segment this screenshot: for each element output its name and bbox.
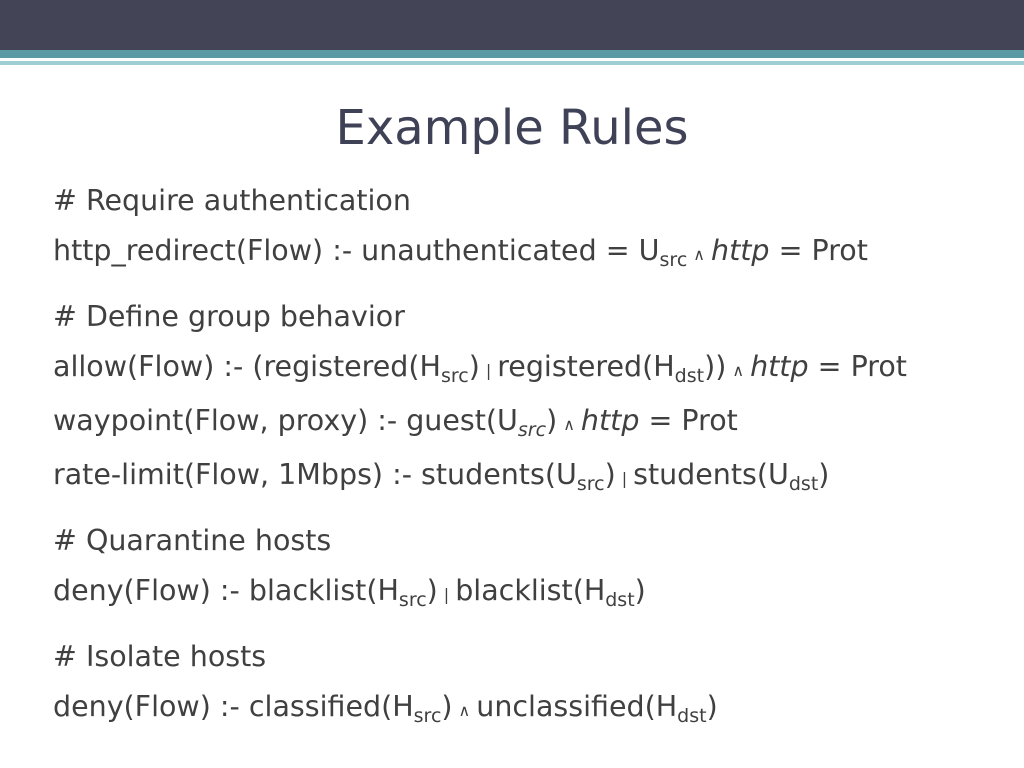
italic-subscript: src (517, 419, 547, 441)
logical-and-operator: ∧ (458, 701, 471, 720)
rule-line-deny-blacklist: deny(Flow) :- blacklist(Hsrc) | blacklist(… (53, 566, 1013, 620)
rule-text: deny(Flow) :- classified(H (53, 690, 414, 723)
comment-line: # Require authentication (53, 184, 411, 217)
subscript: dst (674, 365, 705, 387)
rule-line-rate-limit: rate-limit(Flow, 1Mbps) :- students(Usrc… (53, 450, 1013, 504)
rule-text: = Prot (808, 350, 907, 383)
rule-text: unclassified(H (476, 690, 678, 723)
subscript: src (576, 473, 605, 495)
rule-text: http_redirect(Flow) :- unauthenticated =… (53, 234, 660, 267)
rule-block-isolate: # Isolate hosts deny(Flow) :- classified… (53, 632, 1013, 736)
subscript: dst (605, 589, 635, 611)
rule-text: ) (706, 690, 718, 723)
subscript: src (518, 419, 546, 441)
rule-text: ) (546, 404, 558, 437)
slide-body: # Require authentication http_redirect(F… (53, 176, 1013, 748)
rule-text: ) (426, 574, 438, 607)
header-light-stripe (0, 61, 1024, 65)
rule-text: rate-limit(Flow, 1Mbps) :- students(U (53, 458, 577, 491)
rule-text: registered(H (497, 350, 675, 383)
rule-line-http-redirect: http_redirect(Flow) :- unauthenticated =… (53, 226, 1013, 280)
rule-text: students(U (633, 458, 789, 491)
italic-term: http (580, 404, 640, 437)
rule-text: = Prot (639, 404, 738, 437)
subscript: src (398, 589, 427, 611)
rule-block-quarantine: # Quarantine hosts deny(Flow) :- blackli… (53, 516, 1013, 620)
rule-text: deny(Flow) :- blacklist(H (53, 574, 399, 607)
rule-line-allow: allow(Flow) :- (registered(Hsrc) | registe… (53, 342, 1013, 396)
header-accent-stripe (0, 50, 1024, 58)
rule-text: ) (468, 350, 480, 383)
subscript: dst (788, 473, 819, 495)
rule-text: ) (604, 458, 616, 491)
rule-text: ) (441, 690, 453, 723)
comment-line: # Define group behavior (53, 300, 405, 333)
rule-text: allow(Flow) :- (registered(H (53, 350, 441, 383)
logical-or-operator: | (621, 469, 628, 488)
slide-title: Example Rules (335, 100, 689, 156)
rule-text: ) (818, 458, 830, 491)
rule-text: ) (634, 574, 646, 607)
rule-text: )) (704, 350, 727, 383)
logical-and-operator: ∧ (732, 361, 745, 380)
subscript: src (413, 705, 442, 727)
italic-term: http (711, 234, 770, 267)
logical-and-operator: ∧ (693, 245, 705, 264)
logical-or-operator: | (443, 585, 450, 604)
subscript: src (659, 249, 688, 271)
rule-text: = Prot (769, 234, 868, 267)
italic-term: http (750, 350, 809, 383)
header-bar (0, 0, 1024, 50)
logical-and-operator: ∧ (563, 415, 575, 434)
rule-text: waypoint(Flow, proxy) :- guest(U (53, 404, 518, 437)
subscript: dst (677, 705, 707, 727)
comment-line: # Quarantine hosts (53, 524, 332, 557)
rule-line-waypoint: waypoint(Flow, proxy) :- guest(Usrc) ∧ htt… (53, 396, 1013, 450)
subscript: src (440, 365, 469, 387)
rule-block-authentication: # Require authentication http_redirect(F… (53, 176, 1013, 280)
rule-line-deny-classified: deny(Flow) :- classified(Hsrc) ∧ unclassif… (53, 682, 1013, 736)
logical-or-operator: | (485, 361, 492, 380)
rule-block-group-behavior: # Define group behavior allow(Flow) :- (… (53, 292, 1013, 504)
rule-text: blacklist(H (455, 574, 606, 607)
comment-line: # Isolate hosts (53, 640, 267, 673)
